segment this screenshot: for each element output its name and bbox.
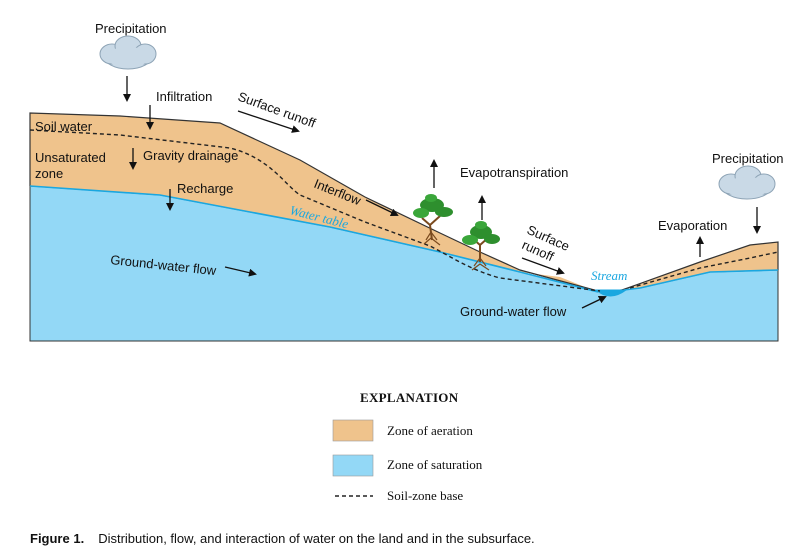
surface-runoff-arrow-top bbox=[237, 110, 300, 133]
legend-swatch-aeration bbox=[332, 419, 374, 442]
land-surface bbox=[29, 112, 599, 292]
precipitation-label-left: Precipitation bbox=[95, 21, 167, 36]
tree-icon-lower bbox=[462, 221, 500, 271]
unsaturated-zone-label-line2: zone bbox=[35, 166, 63, 181]
zone-of-aeration-right bbox=[630, 242, 778, 288]
zone-of-aeration bbox=[30, 113, 600, 293]
stream-channel bbox=[594, 289, 628, 297]
interflow-arrow bbox=[365, 199, 399, 216]
surface-runoff-arrow-lower bbox=[521, 257, 565, 275]
soil-water-label: Soil water bbox=[35, 119, 93, 134]
legend-label-aeration: Zone of aeration bbox=[387, 423, 473, 438]
figure-caption: Figure 1. Distribution, flow, and interac… bbox=[30, 531, 535, 546]
gravity-drainage-label: Gravity drainage bbox=[143, 148, 238, 163]
soil-zone-base-line-right bbox=[629, 251, 779, 289]
infiltration-label: Infiltration bbox=[156, 89, 212, 104]
figure-number: Figure 1. bbox=[30, 531, 85, 546]
figure-caption-text: Distribution, flow, and interaction of w… bbox=[98, 531, 535, 546]
cloud-icon-right bbox=[718, 165, 776, 200]
ground-water-flow-arrow-right bbox=[581, 295, 607, 309]
legend-label-saturation: Zone of saturation bbox=[387, 457, 483, 472]
unsaturated-zone-label-line1: Unsaturated bbox=[35, 150, 106, 165]
evaporation-label: Evaporation bbox=[658, 218, 727, 233]
tree-icon-upper bbox=[413, 194, 453, 246]
soil-zone-base-line bbox=[29, 129, 601, 292]
recharge-label: Recharge bbox=[177, 181, 233, 196]
ground-water-flow-label-right: Ground-water flow bbox=[460, 304, 567, 319]
water-table-line bbox=[29, 185, 599, 293]
precipitation-label-right: Precipitation bbox=[712, 151, 784, 166]
stream-label: Stream bbox=[591, 268, 627, 283]
cloud-icon-left bbox=[99, 35, 157, 70]
ground-water-flow-arrow-left bbox=[224, 266, 257, 277]
land-surface-right bbox=[621, 241, 779, 291]
legend-swatch-saturation bbox=[332, 454, 374, 477]
legend-label-soil-zone-base: Soil-zone base bbox=[387, 488, 463, 503]
evapotranspiration-label: Evapotranspiration bbox=[460, 165, 568, 180]
explanation-title: EXPLANATION bbox=[360, 390, 459, 405]
water-table-line-right bbox=[623, 269, 779, 291]
